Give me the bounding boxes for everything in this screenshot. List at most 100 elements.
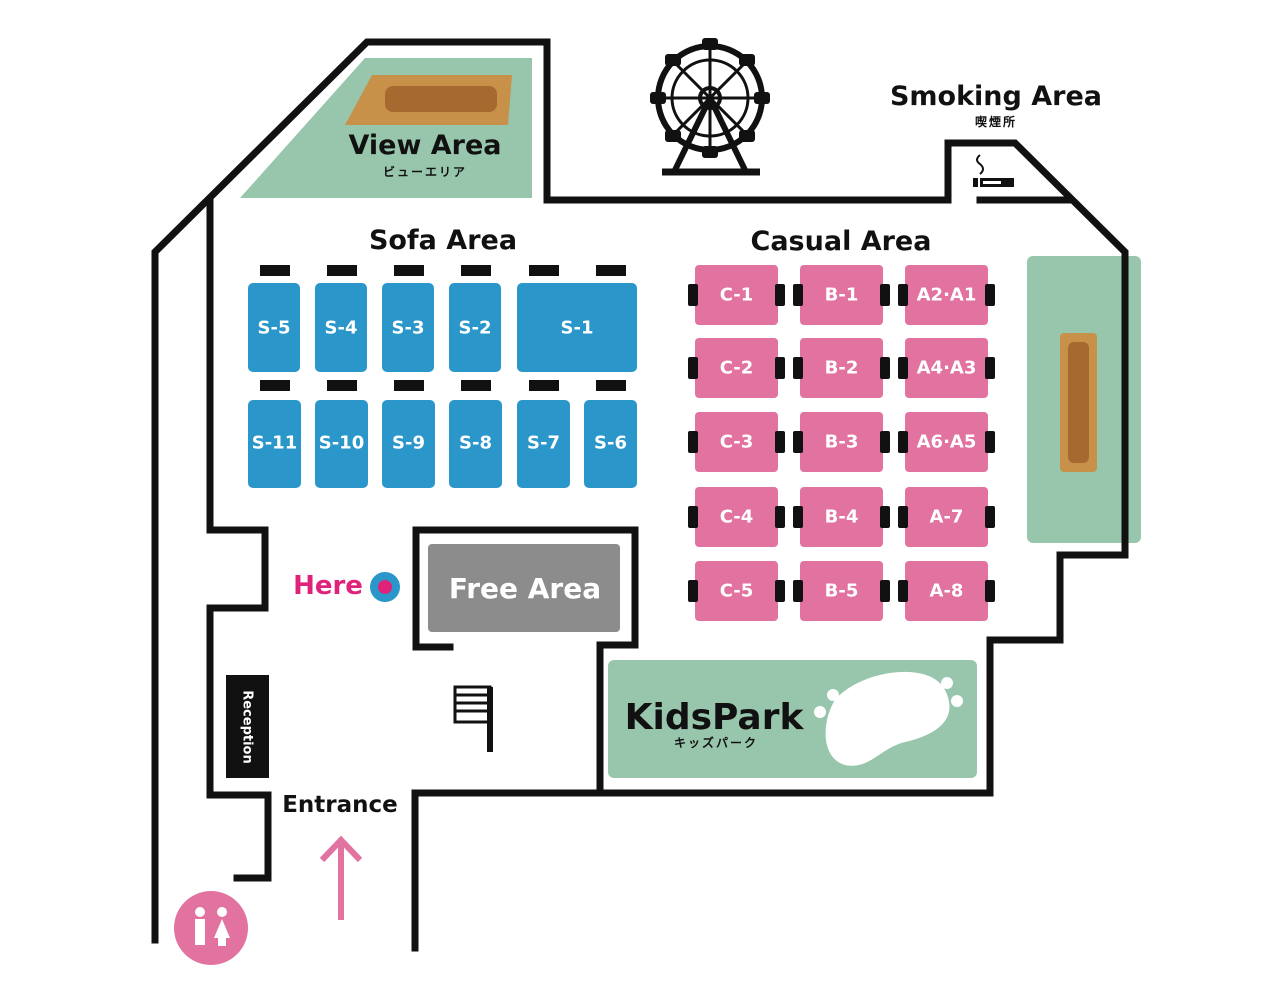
sofa-seat[interactable]: S-7 xyxy=(517,400,570,488)
free-area-title: Free Area xyxy=(449,572,601,605)
sofa-seat[interactable]: S-2 xyxy=(449,283,501,372)
seat-label: S-6 xyxy=(594,433,627,454)
casual-table xyxy=(800,265,883,325)
sofa-table xyxy=(449,400,502,488)
sofa-seat[interactable]: S-5 xyxy=(248,283,300,372)
seat-label: C-4 xyxy=(720,507,754,528)
seat-label: A2·A1 xyxy=(917,285,977,306)
sofa-seat[interactable]: S-6 xyxy=(584,400,637,488)
casual-chair xyxy=(775,284,785,306)
casual-chair xyxy=(793,357,803,379)
seat-label: S-11 xyxy=(252,433,297,454)
casual-chair xyxy=(898,284,908,306)
casual-chair xyxy=(898,431,908,453)
kidspark-sub: キッズパーク xyxy=(674,735,758,750)
reception-desk xyxy=(226,675,269,778)
ferris-wheel-icon xyxy=(650,38,770,176)
casual-seat[interactable]: C-4 xyxy=(688,487,785,547)
casual-chair xyxy=(880,357,890,379)
casual-table xyxy=(695,487,778,547)
sofa-seat[interactable]: S-11 xyxy=(248,400,301,488)
sofa-table xyxy=(315,400,368,488)
restroom-icon[interactable] xyxy=(174,891,248,965)
right-bench-top xyxy=(1068,342,1089,463)
smoking-icon xyxy=(973,154,1014,187)
free-area-zone[interactable] xyxy=(428,544,620,632)
sofa-seat[interactable]: S-8 xyxy=(449,400,502,488)
casual-chair xyxy=(985,284,995,306)
casual-chair xyxy=(898,357,908,379)
seat-label: S-2 xyxy=(459,318,492,339)
casual-table xyxy=(905,412,988,472)
sofa-chair xyxy=(596,265,626,276)
seat-label: S-10 xyxy=(319,433,364,454)
casual-chair xyxy=(775,506,785,528)
kidspark-blob xyxy=(825,671,950,766)
seat-label: S-8 xyxy=(459,433,492,454)
sofa-table xyxy=(449,283,501,372)
sofa-table xyxy=(248,283,300,372)
casual-chair xyxy=(775,431,785,453)
casual-seat[interactable]: A6·A5 xyxy=(898,412,995,472)
casual-chair xyxy=(775,357,785,379)
casual-chair xyxy=(688,580,698,602)
casual-table xyxy=(905,487,988,547)
casual-seat[interactable]: B-2 xyxy=(793,338,890,398)
sofa-seat[interactable]: S-3 xyxy=(382,283,434,372)
here-marker-icon xyxy=(370,572,400,602)
casual-chair xyxy=(880,506,890,528)
kidspark-title: KidsPark xyxy=(625,697,805,738)
casual-chair xyxy=(880,431,890,453)
sofa-chair xyxy=(596,380,626,391)
casual-table xyxy=(800,412,883,472)
seat-label: A-8 xyxy=(930,581,964,602)
casual-table xyxy=(800,338,883,398)
here-label: Here xyxy=(293,571,363,601)
sofa-seat[interactable]: S-9 xyxy=(382,400,435,488)
casual-table xyxy=(695,265,778,325)
seat-label: S-9 xyxy=(392,433,425,454)
seat-label: A-7 xyxy=(930,507,964,528)
view-bench-top xyxy=(385,86,497,112)
sofa-seat[interactable]: S-4 xyxy=(315,283,367,372)
casual-chair xyxy=(688,357,698,379)
sofa-seat[interactable]: S-10 xyxy=(315,400,368,488)
casual-seat[interactable]: A4·A3 xyxy=(898,338,995,398)
casual-seat[interactable]: B-1 xyxy=(793,265,890,325)
sofa-table xyxy=(584,400,637,488)
casual-seat[interactable]: A-7 xyxy=(898,487,995,547)
casual-seat[interactable]: C-3 xyxy=(688,412,785,472)
entrance-label: Entrance xyxy=(282,792,398,818)
casual-seat[interactable]: C-1 xyxy=(688,265,785,325)
entrance-arrow-icon xyxy=(319,835,363,920)
casual-table xyxy=(695,561,778,621)
casual-seat[interactable]: A-8 xyxy=(898,561,995,621)
casual-chair xyxy=(880,580,890,602)
casual-table xyxy=(905,338,988,398)
casual-chair xyxy=(880,284,890,306)
casual-chair xyxy=(898,580,908,602)
casual-seat[interactable]: B-5 xyxy=(793,561,890,621)
casual-table xyxy=(800,487,883,547)
casual-chair xyxy=(793,506,803,528)
casual-chair xyxy=(898,506,908,528)
casual-seat[interactable]: C-2 xyxy=(688,338,785,398)
casual-seat[interactable]: C-5 xyxy=(688,561,785,621)
sofa-chair xyxy=(529,265,559,276)
seat-label: S-3 xyxy=(392,318,425,339)
seat-label: A4·A3 xyxy=(917,358,977,379)
seat-label: S-1 xyxy=(561,318,594,339)
sofa-area-title: Sofa Area xyxy=(369,225,517,256)
casual-chair xyxy=(985,580,995,602)
seat-label: S-4 xyxy=(325,318,358,339)
seat-label: B-4 xyxy=(825,507,859,528)
sofa-seat[interactable]: S-1 xyxy=(517,283,637,372)
casual-seat[interactable]: B-4 xyxy=(793,487,890,547)
view-area-sub: ビューエリア xyxy=(383,164,467,179)
casual-table xyxy=(695,412,778,472)
sofa-chair xyxy=(394,265,424,276)
casual-seat[interactable]: A2·A1 xyxy=(898,265,995,325)
casual-seat[interactable]: B-3 xyxy=(793,412,890,472)
seat-label: S-7 xyxy=(527,433,560,454)
